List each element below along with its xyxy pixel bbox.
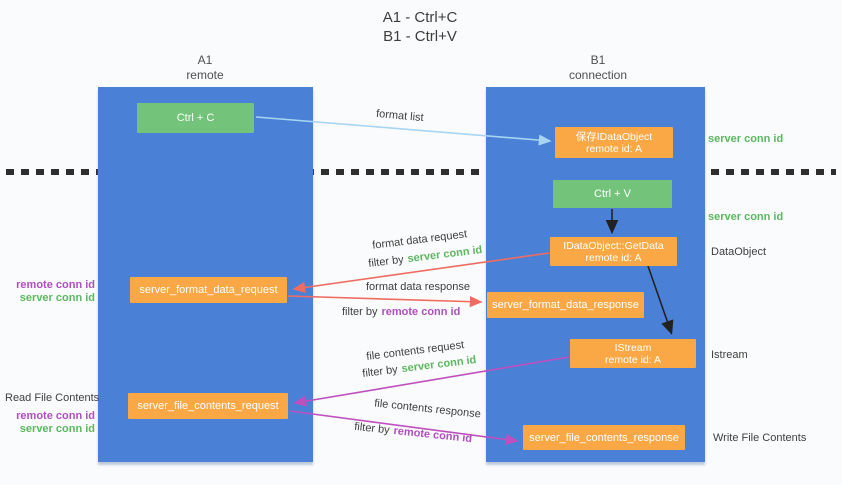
label-remote-conn-id-left1: remote conn id	[16, 279, 95, 291]
label-filter-remote-conn-id-2: remote conn id	[392, 424, 473, 446]
column-b1-subtitle: connection	[568, 68, 628, 82]
label-write-file-contents: Write File Contents	[713, 432, 807, 444]
node-server-format-data-response-label: server_format_data_response	[492, 299, 639, 311]
node-save-idataobject: 保存IDataObject remote id: A	[555, 127, 673, 158]
node-server-file-contents-request: server_file_contents_request	[128, 393, 288, 419]
node-save-idataobject-line2: remote id: A	[585, 142, 643, 155]
arrow-format-data-response	[287, 295, 483, 308]
node-save-idataobject-line1: 保存IDataObject	[575, 130, 653, 143]
label-format-data-response: format data response	[366, 281, 470, 293]
arrow-format-data-request	[292, 252, 550, 293]
label-read-file-contents: Read File Contents	[5, 392, 100, 404]
label-server-conn-id-left2: server conn id	[19, 423, 95, 435]
label-filter-by-prefix-3: filter by	[361, 363, 399, 380]
label-server-conn-id-top: server conn id	[708, 133, 784, 145]
column-a1-subtitle: remote	[186, 68, 224, 82]
diagram-title: A1 - Ctrl+C B1 - Ctrl+V	[300, 8, 540, 46]
label-filter-remote-conn-id-1: remote conn id	[381, 306, 461, 318]
phase-divider-line	[6, 169, 836, 175]
arrow-getdata-to-istream	[647, 265, 674, 336]
node-idataobject-getdata-line1: IDataObject::GetData	[563, 239, 664, 252]
node-server-file-contents-response: server_file_contents_response	[523, 425, 685, 450]
label-istream: Istream	[711, 349, 748, 361]
node-istream: IStream remote id: A	[570, 339, 696, 368]
node-idataobject-getdata-line2: remote id: A	[585, 251, 642, 264]
diagram-title-line1: A1 - Ctrl+C	[382, 9, 458, 26]
label-format-list: format list	[375, 107, 425, 125]
label-server-conn-id-mid: server conn id	[708, 211, 784, 223]
node-ctrl-v: Ctrl + V	[553, 180, 672, 208]
label-filter-by-prefix-4: filter by	[353, 420, 391, 437]
node-server-format-data-response: server_format_data_response	[487, 292, 644, 318]
label-dataobject: DataObject	[711, 246, 767, 258]
node-ctrl-v-label: Ctrl + V	[594, 188, 631, 200]
node-server-file-contents-response-label: server_file_contents_response	[529, 431, 679, 444]
arrow-file-contents-request	[293, 356, 570, 407]
node-ctrl-c-label: Ctrl + C	[176, 112, 215, 124]
column-a1-name: A1	[197, 53, 213, 67]
arrow-format-list	[255, 116, 552, 146]
column-b1-name: B1	[590, 53, 606, 67]
node-server-format-data-request: server_format_data_request	[130, 277, 287, 303]
column-header-a1: A1 remote	[145, 53, 265, 83]
label-server-conn-id-left1: server conn id	[19, 292, 95, 304]
node-idataobject-getdata: IDataObject::GetData remote id: A	[550, 237, 677, 266]
diagram-title-line2: B1 - Ctrl+V	[383, 28, 457, 45]
label-filter-by-prefix-1: filter by	[367, 253, 405, 270]
column-header-b1: B1 connection	[538, 53, 658, 83]
node-istream-line1: IStream	[614, 341, 652, 354]
node-server-file-contents-request-label: server_file_contents_request	[137, 400, 279, 412]
node-istream-line2: remote id: A	[604, 353, 662, 366]
label-remote-conn-id-left2: remote conn id	[16, 410, 95, 422]
label-file-contents-response: file contents response	[373, 397, 482, 421]
arrow-file-contents-response	[289, 410, 519, 446]
node-ctrl-c: Ctrl + C	[137, 103, 254, 133]
label-filter-server-conn-id-1: server conn id	[406, 244, 483, 266]
node-server-format-data-request-label: server_format_data_request	[139, 284, 278, 296]
label-filter-by-prefix-2: filter by	[342, 306, 378, 318]
